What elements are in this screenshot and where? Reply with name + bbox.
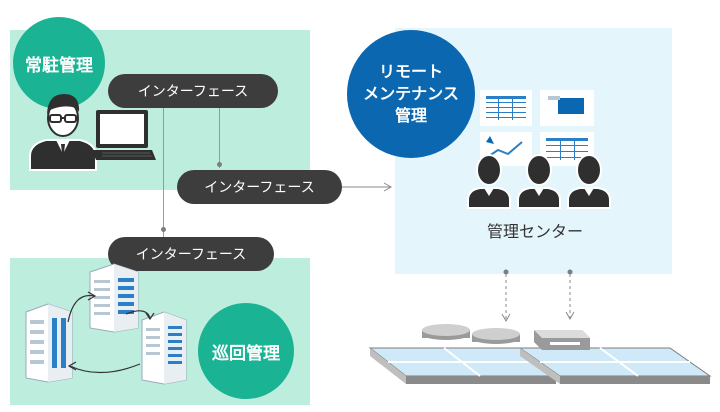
patrol-management-label: 巡回管理 (212, 343, 280, 364)
resident-management-badge: 常駐管理 (13, 17, 105, 109)
connector-dot (217, 162, 222, 167)
resident-management-label: 常駐管理 (25, 55, 93, 76)
interface-pill-top: インターフェース (108, 74, 278, 108)
operators-icon (467, 154, 611, 209)
remote-line1: リモート (378, 62, 443, 81)
patrol-management-badge: 巡回管理 (198, 303, 294, 399)
management-center-label: 管理センター (487, 222, 584, 241)
building-icon (25, 303, 73, 383)
remote-maintenance-badge: リモート メンテナンス 管理 (347, 30, 475, 158)
building-icon (89, 263, 139, 333)
remote-line2: メンテナンス (363, 84, 459, 103)
interface-pill-middle: インターフェース (177, 170, 342, 204)
staff-person-icon (29, 94, 97, 171)
monitor-screens (480, 90, 594, 166)
connector-line-vertical-left (163, 100, 164, 245)
remote-line3: 管理 (394, 106, 427, 125)
equipment-platform-left (368, 324, 558, 384)
connector-line-vertical-right (219, 100, 220, 168)
laptop-icon (92, 110, 156, 160)
connector-dot (161, 227, 166, 232)
building-icon (141, 311, 187, 385)
equipment-platform-right (518, 330, 712, 384)
interface-pill-bottom: インターフェース (108, 237, 274, 271)
